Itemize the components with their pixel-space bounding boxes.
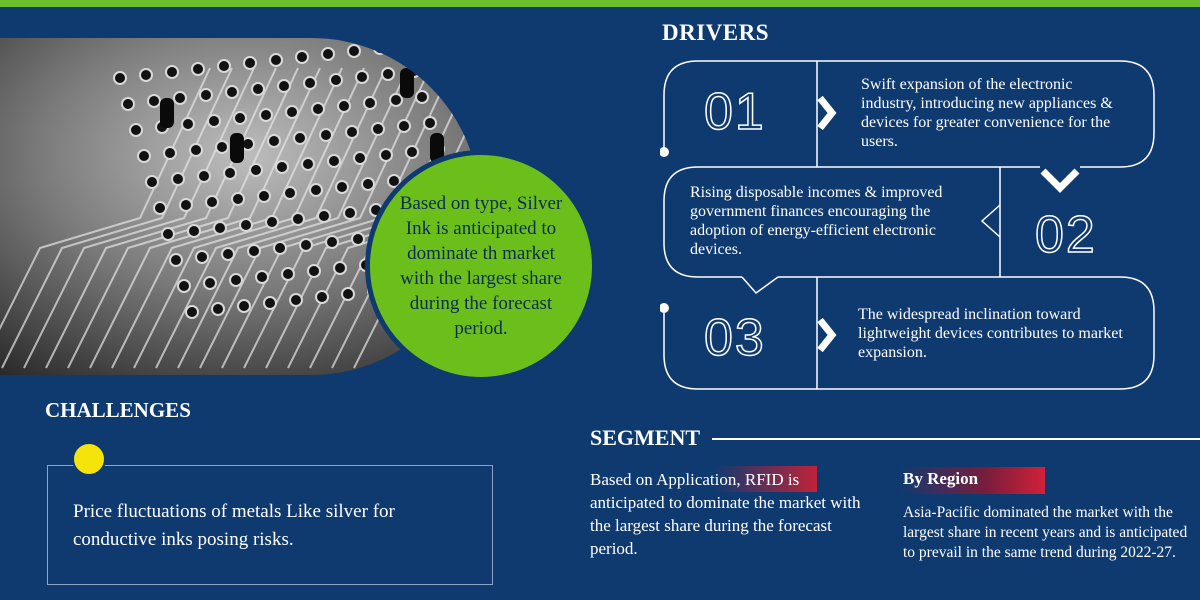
- driver-number-2: 02: [1034, 205, 1097, 265]
- drivers-heading: DRIVERS: [662, 20, 770, 45]
- challenges-heading: CHALLENGES: [45, 398, 191, 422]
- top-accent-bar: [0, 0, 1200, 7]
- highlight-callout-circle: Based on type, Silver Ink is anticipated…: [365, 150, 597, 382]
- region-segment-text: Asia-Pacific dominated the market with t…: [903, 504, 1188, 561]
- region-highlight-bar: [900, 467, 1045, 494]
- challenges-box: [47, 465, 493, 585]
- application-highlight-bar: [590, 466, 817, 492]
- callout-text: Based on type, Silver Ink is anticipated…: [399, 193, 563, 339]
- region-heading: By Region: [903, 469, 979, 488]
- drivers-outline: [659, 60, 1155, 390]
- driver-text-3: The widespread inclination toward lightw…: [858, 306, 1123, 361]
- application-segment-text: Based on Application, RFID is anticipate…: [590, 470, 861, 558]
- challenges-text: Price fluctuations of metals Like silver…: [73, 501, 395, 550]
- driver-text-1: Swift expansion of the electronic indust…: [861, 76, 1113, 150]
- drivers-track: [659, 55, 1155, 390]
- yellow-bullet-icon: [72, 442, 106, 476]
- driver-text-2: Rising disposable incomes & improved gov…: [690, 184, 943, 258]
- segment-divider: [712, 438, 1200, 440]
- segment-heading: SEGMENT: [590, 425, 701, 450]
- driver-number-1: 01: [703, 82, 766, 142]
- driver-number-3: 03: [703, 308, 766, 368]
